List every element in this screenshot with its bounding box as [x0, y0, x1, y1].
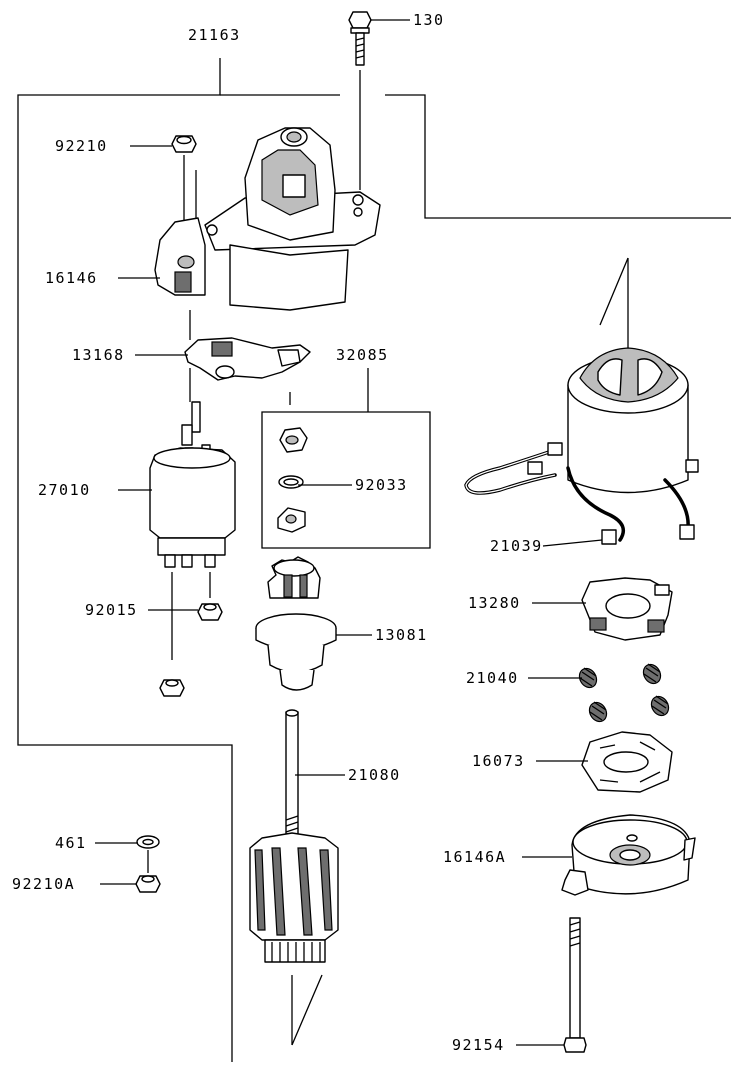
label-21163: 21163	[188, 26, 241, 44]
yoke-21039	[464, 257, 699, 545]
end-housing-16146	[154, 127, 381, 311]
armature-21080	[249, 709, 339, 1046]
label-32085: 32085	[336, 346, 389, 364]
brush-holder-13168	[184, 310, 311, 402]
label-16146: 16146	[45, 269, 98, 287]
brush-plate-13280	[581, 577, 673, 641]
through-bolt-92154	[563, 917, 587, 1053]
label-92015: 92015	[85, 601, 138, 619]
label-27010: 27010	[38, 481, 91, 499]
label-92154: 92154	[452, 1036, 505, 1054]
nut-92015-upper	[197, 603, 223, 621]
assembly-boundary	[17, 58, 731, 1062]
label-461: 461	[55, 834, 87, 852]
spring-21040-4	[650, 695, 670, 717]
label-13168: 13168	[72, 346, 125, 364]
label-16146A: 16146A	[443, 848, 506, 866]
spring-21040-1	[578, 667, 598, 689]
label-92210: 92210	[55, 137, 108, 155]
nut-92210A	[135, 875, 161, 893]
nut-92015-lower	[159, 679, 185, 697]
label-13280: 13280	[468, 594, 521, 612]
front-bracket-16146A	[561, 814, 696, 896]
bolt-130	[348, 11, 372, 190]
holder-plate-16073	[581, 731, 673, 793]
washer-461	[136, 835, 160, 849]
label-16073: 16073	[472, 752, 525, 770]
label-130: 130	[413, 11, 445, 29]
label-21039: 21039	[490, 537, 543, 555]
spring-21040-2	[642, 663, 662, 685]
leader-lines	[95, 19, 603, 1046]
kit-box-32085	[261, 368, 431, 549]
solenoid-27010	[149, 401, 236, 660]
label-92210A: 92210A	[12, 875, 75, 893]
label-21040: 21040	[466, 669, 519, 687]
label-21080: 21080	[348, 766, 401, 784]
spring-21040-3	[588, 701, 608, 723]
label-92033: 92033	[355, 476, 408, 494]
label-13081: 13081	[375, 626, 428, 644]
pinion-13081	[255, 556, 337, 691]
